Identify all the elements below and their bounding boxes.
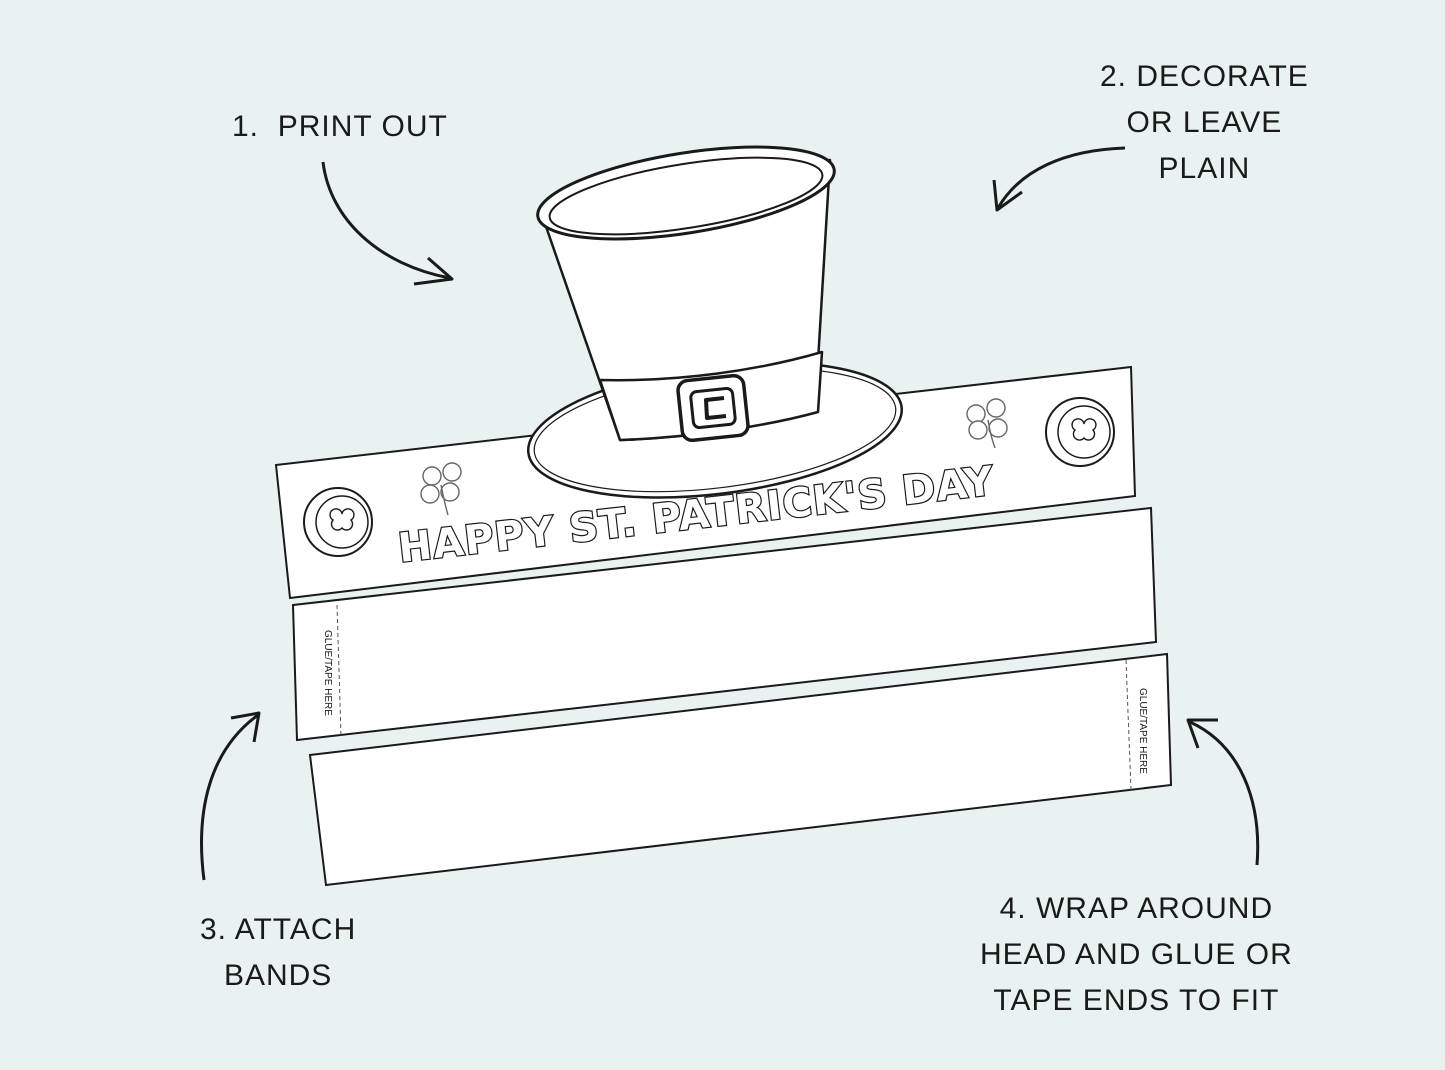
step-2-line-2: OR LEAVE xyxy=(1126,106,1283,139)
step-1-text: PRINT OUT xyxy=(277,110,448,143)
step-2-line-3: PLAIN xyxy=(1158,152,1251,185)
band-bottom: GLUE/TAPE HERE xyxy=(308,652,1173,887)
step-3-label: 3. ATTACH BANDS xyxy=(200,907,356,999)
step-4-line-1: 4. WRAP AROUND xyxy=(999,892,1274,925)
glue-line-right xyxy=(1125,659,1132,791)
step-4-line-2: HEAD AND GLUE OR xyxy=(980,938,1293,971)
step-4-label: 4. WRAP AROUND HEAD AND GLUE OR TAPE END… xyxy=(980,886,1293,1024)
shamrock-icon-right xyxy=(966,398,1008,449)
leprechaun-hat xyxy=(526,145,904,499)
band-middle: GLUE/TAPE HERE xyxy=(291,506,1158,742)
glue-label-left: GLUE/TAPE HERE xyxy=(322,630,333,716)
arrow-step-3 xyxy=(200,713,259,881)
arrow-step-1 xyxy=(321,161,451,280)
step-1-number: 1. xyxy=(232,110,260,143)
arrow-step-2 xyxy=(996,146,1126,209)
glue-line-left xyxy=(336,604,342,737)
glue-label-right: GLUE/TAPE HERE xyxy=(1137,688,1148,774)
arrow-step-2-head xyxy=(992,179,1023,212)
shamrock-icon xyxy=(420,462,462,516)
step-2-label: 2. DECORATE OR LEAVE PLAIN xyxy=(1100,54,1309,192)
arrow-step-1-head xyxy=(413,256,454,286)
step-2-line-1: 2. DECORATE xyxy=(1100,60,1309,93)
step-3-line-1: 3. ATTACH xyxy=(200,913,357,946)
gold-coin-icon xyxy=(303,487,373,557)
step-1-label: 1. PRINT OUT xyxy=(232,104,448,150)
buckle-icon xyxy=(676,373,750,443)
arrow-step-4 xyxy=(1189,720,1260,866)
step-4-line-3: TAPE ENDS TO FIT xyxy=(993,984,1280,1017)
step-3-line-2: BANDS xyxy=(223,959,333,992)
gold-coin-icon-right xyxy=(1045,397,1115,467)
arrow-step-3-head xyxy=(230,711,261,743)
arrow-step-4-head xyxy=(1186,718,1218,749)
